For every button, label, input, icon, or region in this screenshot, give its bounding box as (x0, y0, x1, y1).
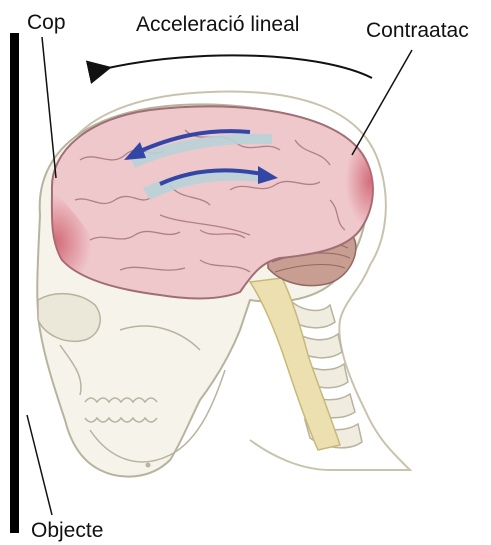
mental-foramen (146, 463, 151, 468)
label-impact: Cop (27, 12, 66, 33)
object-leader-line (27, 415, 52, 515)
label-object: Objecte (31, 520, 103, 541)
impact-leader-line (42, 37, 56, 178)
countercoup-leader-line (352, 50, 412, 155)
label-countercoup: Contraatac (366, 20, 469, 41)
arrow-left-curved-icon (108, 55, 372, 78)
object-bar (10, 33, 19, 533)
label-acceleration: Acceleració lineal (136, 14, 299, 35)
